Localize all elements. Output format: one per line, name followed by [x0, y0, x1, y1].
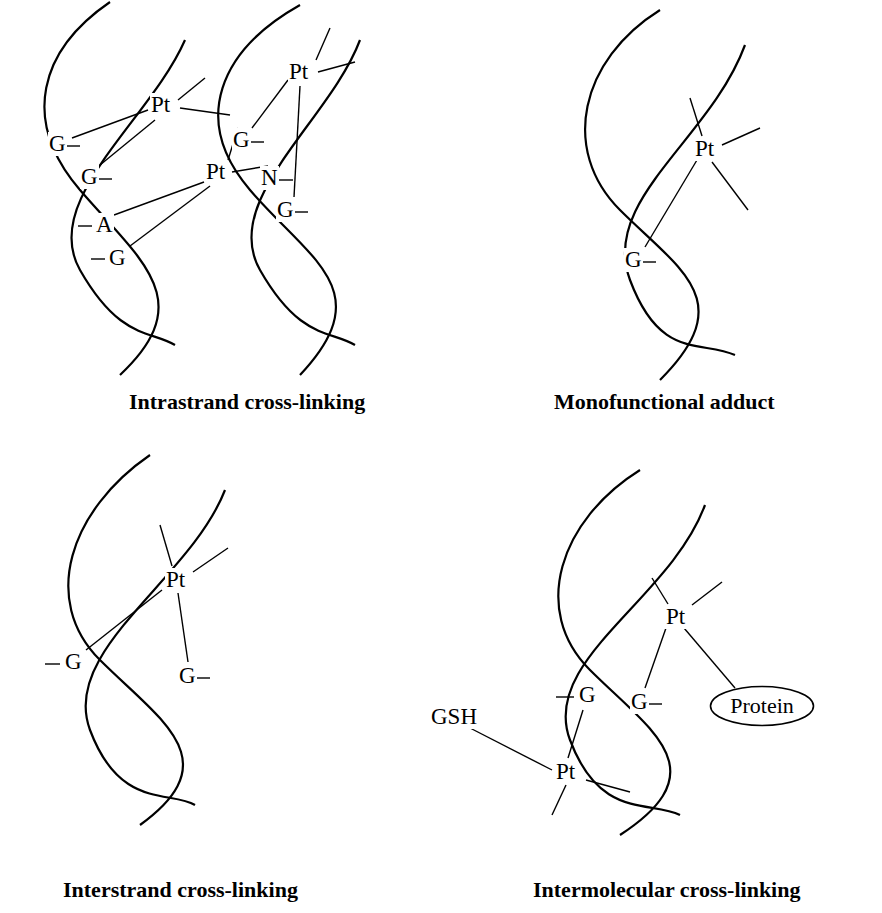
- atom-label: Pt: [665, 605, 686, 629]
- atom-label: G: [80, 165, 99, 189]
- atom-label: Pt: [165, 568, 186, 592]
- atom-label: N: [260, 166, 279, 190]
- panel-caption: Interstrand cross-linking: [62, 878, 299, 902]
- atom-label: Pt: [555, 760, 576, 784]
- atom-label: Pt: [288, 60, 309, 84]
- atom-label: A: [95, 213, 114, 237]
- atom-label: G: [178, 664, 197, 688]
- atom-label: G: [232, 128, 251, 152]
- atom-label: G: [48, 132, 67, 156]
- atom-label: G: [630, 690, 649, 714]
- atom-label: G: [624, 248, 643, 272]
- bond-line: [45, 28, 760, 815]
- protein-ellipse: Protein: [709, 685, 815, 727]
- dna-helix: [44, 2, 745, 835]
- atom-label: G: [578, 683, 597, 707]
- atom-label: G: [64, 650, 83, 674]
- atom-label: GSH: [430, 705, 478, 729]
- atom-label: Pt: [205, 160, 226, 184]
- atom-label: Pt: [694, 137, 715, 161]
- panel-caption: Intermolecular cross-linking: [532, 878, 801, 902]
- atom-label: G: [108, 246, 127, 270]
- panel-caption: Monofunctional adduct: [553, 390, 776, 414]
- atom-label: Pt: [150, 93, 171, 117]
- node-text: Protein: [730, 694, 794, 718]
- atom-label: G: [276, 198, 295, 222]
- panel-caption: Intrastrand cross-linking: [128, 390, 366, 414]
